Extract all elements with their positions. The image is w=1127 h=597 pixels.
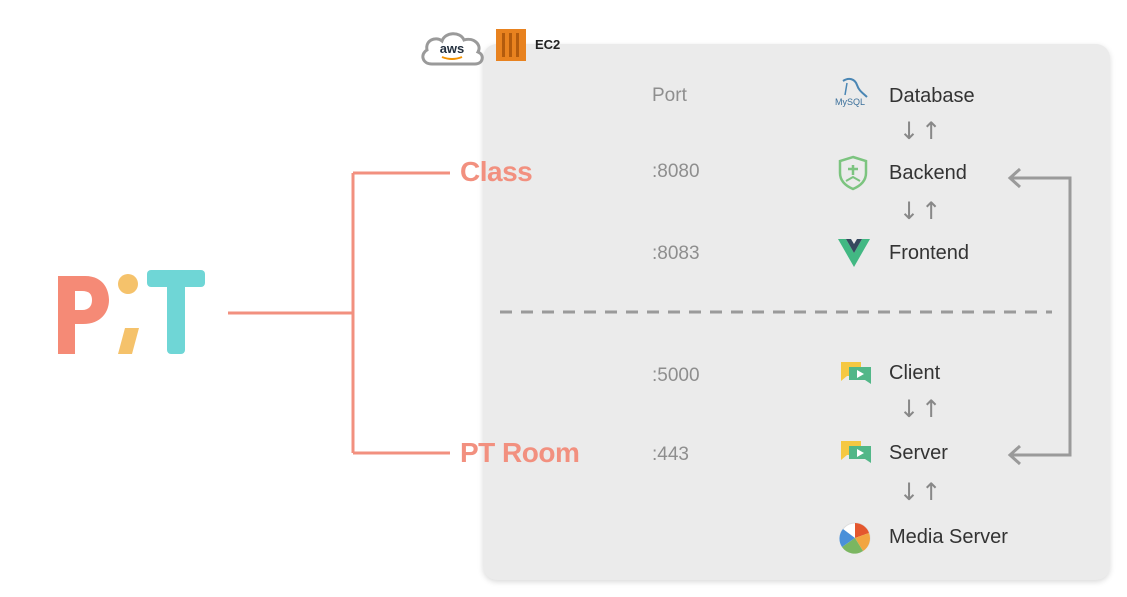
- group-pt-room: PT Room: [460, 437, 580, 468]
- port-client: :5000: [652, 365, 700, 386]
- flow-arrow-client-server: ↓↑: [899, 395, 944, 423]
- chat-video-icon-client: [841, 362, 871, 384]
- shield-icon: [838, 155, 868, 191]
- service-client: Client: [889, 362, 941, 384]
- service-frontend: Frontend: [889, 242, 970, 264]
- mysql-icon: MySQL: [835, 77, 868, 107]
- ec2-icon: [496, 29, 526, 61]
- port-header: Port: [652, 85, 687, 106]
- flow-arrow-backend-frontend: ↓↑: [899, 197, 944, 225]
- port-server: :443: [652, 444, 689, 465]
- vue-icon: [838, 239, 870, 267]
- service-media-server: Media Server: [889, 526, 1008, 548]
- port-frontend: :8083: [652, 243, 700, 264]
- flow-arrow-server-media: ↓↑: [899, 478, 944, 506]
- chat-video-icon-server: [841, 441, 871, 463]
- service-database: Database: [889, 85, 975, 107]
- ec2-label: EC2: [535, 37, 561, 52]
- section-divider: [500, 310, 1052, 314]
- service-server: Server: [889, 442, 948, 464]
- service-backend: Backend: [889, 162, 967, 184]
- mysql-icon-text: MySQL: [835, 97, 865, 107]
- aws-label: aws: [440, 41, 465, 56]
- port-backend: :8080: [652, 161, 700, 182]
- bracket-connector: [228, 171, 450, 455]
- flow-arrow-db-backend: ↓↑: [899, 117, 944, 145]
- aws-cloud-icon: aws: [421, 32, 484, 66]
- kurento-icon: [839, 522, 871, 554]
- group-class: Class: [460, 156, 533, 187]
- backend-server-connector: [1007, 167, 1072, 466]
- arrowhead-backend: [1007, 167, 1022, 189]
- pit-logo: [58, 270, 205, 354]
- arrowhead-server: [1007, 444, 1022, 466]
